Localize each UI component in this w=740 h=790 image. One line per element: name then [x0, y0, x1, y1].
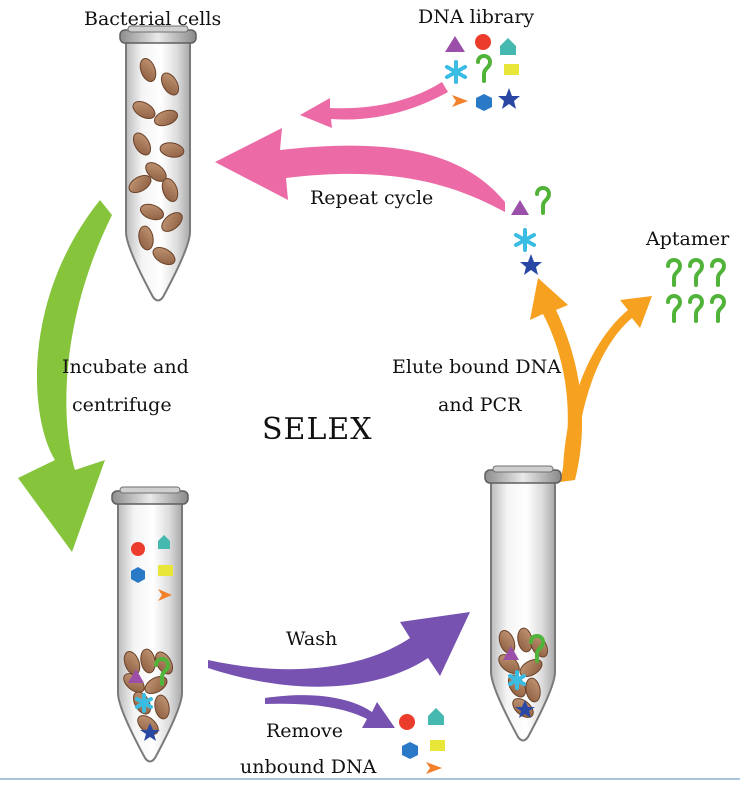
hexagon-molecule — [131, 567, 145, 583]
wash-label: Wash — [286, 628, 338, 650]
aptamer-label: Aptamer — [646, 228, 730, 250]
incubate-label-line1: Incubate and — [62, 356, 189, 378]
dna-library-arrow — [300, 82, 448, 128]
triangle-molecule — [503, 646, 519, 660]
incubation-tube — [111, 486, 189, 763]
unbound-dna-molecules — [399, 708, 445, 774]
asterisk-molecule — [508, 670, 526, 690]
triangle-molecule — [128, 669, 144, 683]
selex-title: SELEX — [262, 412, 373, 447]
washed-tube — [484, 465, 562, 742]
remove-label-line1: Remove — [266, 720, 343, 742]
repeat-cycle-arrow — [215, 128, 505, 212]
aptamer-arrow — [563, 296, 652, 470]
incubate-arrow — [18, 200, 112, 552]
elute-label-line2: and PCR — [438, 394, 522, 416]
pentagon-molecule — [158, 535, 170, 549]
square-molecule — [158, 565, 173, 576]
wash-arrow — [208, 612, 470, 687]
repeat-cycle-label: Repeat cycle — [310, 187, 434, 209]
dna-library-molecules — [445, 34, 520, 111]
asterisk-molecule — [135, 693, 153, 713]
elute-label-line1: Elute bound DNA — [392, 356, 561, 378]
aptamer-molecules — [666, 258, 726, 323]
star-molecule — [140, 723, 160, 741]
chevron-molecule — [158, 589, 172, 601]
bacterial-cells-tube — [119, 25, 197, 302]
circle-molecule — [131, 542, 145, 556]
star-molecule — [515, 700, 535, 718]
remove-unbound-arrow — [265, 695, 395, 728]
bottom-divider — [0, 778, 740, 780]
bacterial-cells-label: Bacterial cells — [84, 8, 222, 30]
selected-pool-molecules — [511, 186, 551, 275]
incubate-label-line2: centrifuge — [72, 394, 172, 416]
dna-library-label: DNA library — [418, 6, 535, 28]
remove-label-line2: unbound DNA — [240, 756, 377, 778]
